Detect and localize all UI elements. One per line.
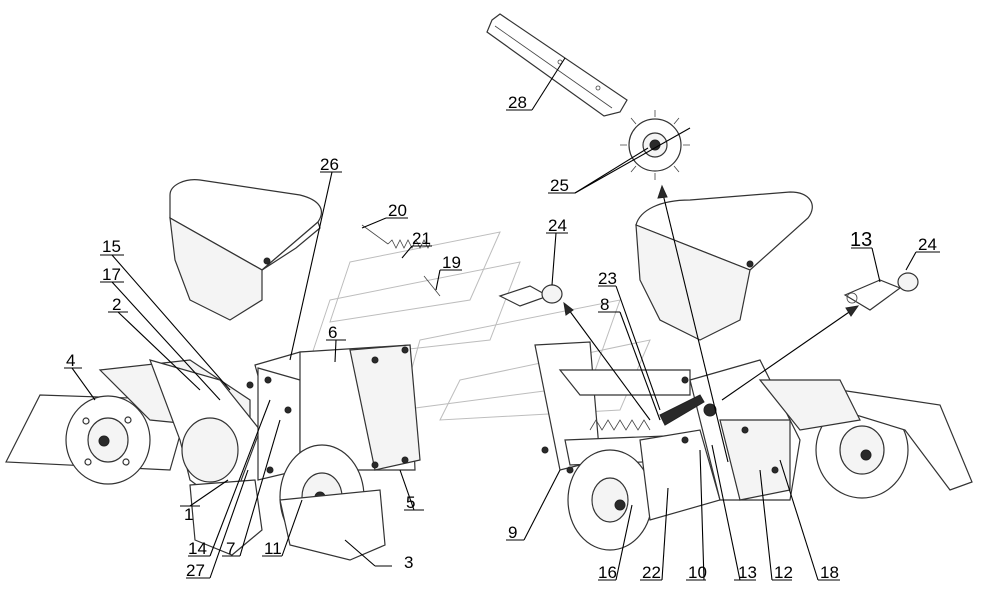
- callout-label: 22: [642, 563, 661, 582]
- callout-label: 24: [918, 235, 937, 254]
- right-unit: [534, 341, 973, 551]
- right-hopper: [635, 191, 813, 341]
- spring-part: [361, 224, 441, 297]
- callout-label: 20: [388, 201, 407, 220]
- callout-label: 15: [102, 237, 121, 256]
- callout-label: 21: [412, 229, 431, 248]
- callout-label: 6: [328, 323, 337, 342]
- callout-label: 9: [508, 523, 517, 542]
- lever-parts: [498, 272, 919, 311]
- callout-label: 2: [112, 295, 121, 314]
- left-hopper: [169, 179, 322, 321]
- callout-label: 26: [320, 155, 339, 174]
- callout-label: 16: [598, 563, 617, 582]
- callout-label: 12: [774, 563, 793, 582]
- callout-label: 27: [186, 561, 205, 580]
- callout-label: 10: [688, 563, 707, 582]
- callout-label: 11: [264, 539, 282, 558]
- callout-label: 7: [226, 539, 235, 558]
- callout-label: 25: [550, 176, 569, 195]
- shaft-part: [486, 13, 628, 117]
- sprocket-part: [620, 110, 690, 180]
- leader-lines: [64, 57, 940, 581]
- callout-label: 14: [188, 539, 207, 558]
- callout-label: 17: [102, 265, 121, 284]
- callout-label: 23: [598, 269, 617, 288]
- callout-label: 19: [442, 253, 461, 272]
- callout-label: 13: [738, 563, 757, 582]
- callout-label: 28: [508, 93, 527, 112]
- callout-label: 4: [66, 351, 75, 370]
- callout-label: 5: [406, 493, 415, 512]
- callout-label: 24: [548, 216, 567, 235]
- callout-label: 1: [184, 505, 193, 524]
- callout-label: 13: [850, 229, 872, 251]
- callout-label: 8: [600, 295, 609, 314]
- callout-labels: 1 2 3 4 5 6 7 8 9 10 11 12 13 13 14 15 1…: [66, 93, 937, 582]
- callout-label: 18: [820, 563, 839, 582]
- left-unit: [5, 344, 421, 561]
- callout-label: 3: [404, 553, 413, 572]
